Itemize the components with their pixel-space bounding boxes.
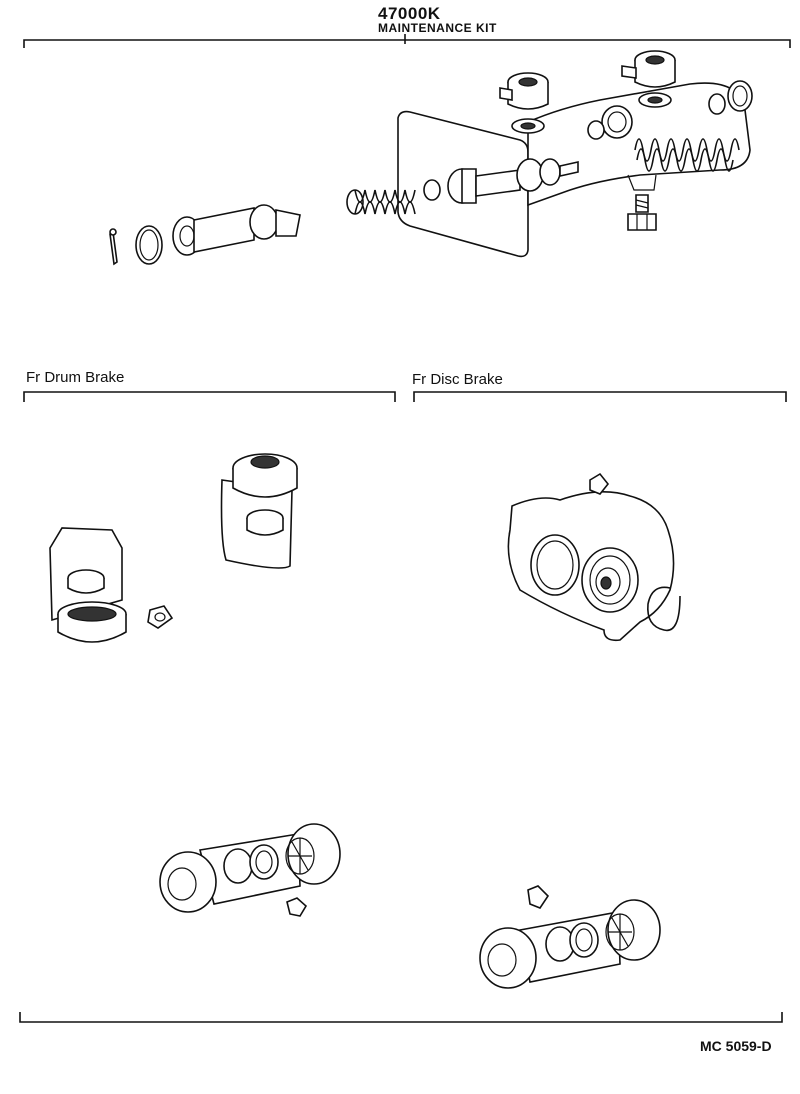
diagram-code: MC 5059-D — [700, 1038, 772, 1054]
disc-bleeder-cap — [589, 472, 610, 495]
disc-wheel-cylinder — [479, 885, 661, 989]
section-title-disc: Fr Disc Brake — [412, 371, 503, 388]
seal-rings-right — [587, 80, 753, 140]
disc-bracket — [413, 391, 787, 402]
secondary-spring — [634, 138, 740, 172]
bottom-bracket — [19, 1012, 783, 1023]
primary-spring — [346, 189, 416, 215]
section-title-drum: Fr Drum Brake — [26, 369, 125, 386]
drum-cylinder-body-front — [49, 527, 127, 643]
reservoir-union-left — [499, 72, 549, 134]
drum-bleeder-cap — [147, 605, 174, 629]
kit-bracket — [23, 34, 791, 48]
disc-piston-boot — [581, 547, 639, 613]
kit-part-number: 47000K — [378, 4, 441, 23]
drum-cylinder-body-rear — [220, 453, 298, 569]
disc-piston-seal — [530, 534, 580, 596]
drum-wheel-cylinder — [159, 823, 341, 917]
reservoir-union-right — [621, 50, 676, 108]
snap-ring — [135, 225, 163, 265]
disc-snap-ring — [647, 586, 681, 632]
inner-piston — [423, 158, 579, 204]
drum-bracket — [23, 391, 396, 402]
kit-name: MAINTENANCE KIT — [378, 21, 497, 35]
stop-bolt — [627, 194, 657, 231]
outer-piston — [172, 204, 301, 256]
snap-pin — [109, 228, 118, 266]
